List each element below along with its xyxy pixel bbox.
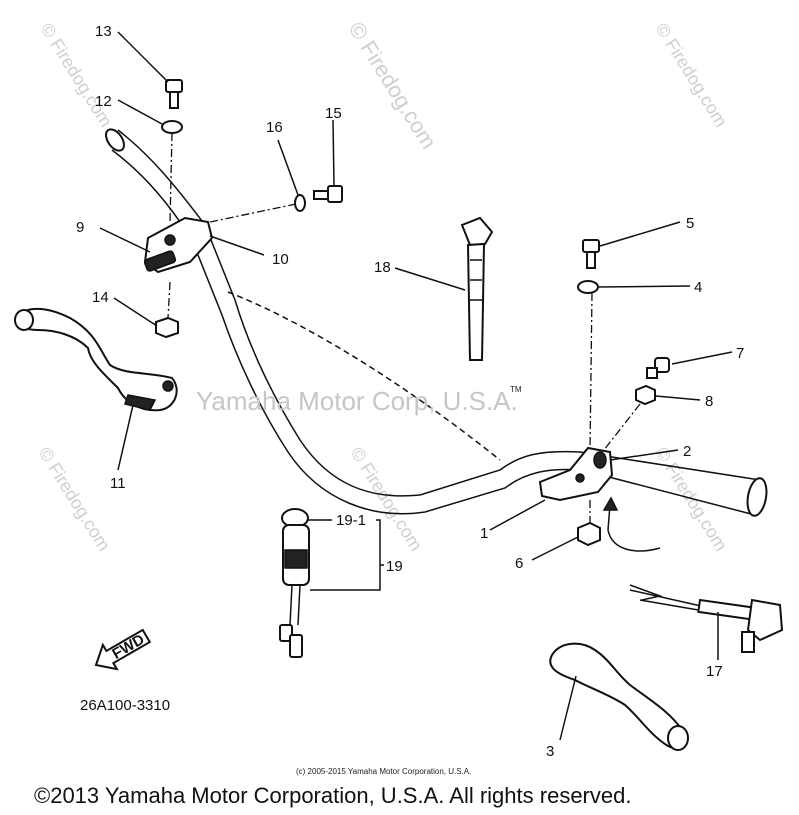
callout-3: 3 <box>546 743 554 760</box>
switch-17 <box>629 584 784 653</box>
callout-18: 18 <box>374 259 391 276</box>
firedog-watermark: © Firedog.com <box>35 444 115 555</box>
callout-17: 17 <box>706 663 723 680</box>
callout-5: 5 <box>686 215 694 232</box>
callout-9: 9 <box>76 219 84 236</box>
left-lever-holder <box>143 216 214 274</box>
switch-19 <box>279 508 310 658</box>
callout-8: 8 <box>705 393 713 410</box>
bolt-15 <box>313 185 343 203</box>
nut-8 <box>635 384 656 406</box>
left-lever-11 <box>14 307 178 412</box>
washer-12 <box>161 120 183 134</box>
nut-6 <box>577 521 601 547</box>
diagram-code: 26A100-3310 <box>80 697 170 714</box>
washer-4 <box>577 280 599 294</box>
right-lever-holder <box>538 446 614 502</box>
callout-14: 14 <box>92 289 109 306</box>
center-watermark: Yamaha Motor Corp, U.S.A. <box>196 386 518 416</box>
cable-tie-18 <box>460 216 494 361</box>
firedog-watermark: © Firedog.com <box>652 20 732 131</box>
callout-13: 13 <box>95 23 112 40</box>
nut-14 <box>155 316 179 339</box>
callout-15: 15 <box>325 105 342 122</box>
callout-19: 19 <box>386 558 403 575</box>
washer-16 <box>294 194 306 212</box>
bolt-5 <box>582 239 600 269</box>
firedog-watermark: © Firedog.com <box>344 17 442 153</box>
firedog-watermark: © Firedog.com <box>347 444 427 555</box>
right-lever-3 <box>549 642 689 751</box>
callout-10: 10 <box>272 251 289 268</box>
bolt-13 <box>165 79 183 109</box>
callout-12: 12 <box>95 93 112 110</box>
fwd-arrow: FWD <box>94 628 152 671</box>
callout-7: 7 <box>736 345 744 362</box>
callout-11: 11 <box>110 475 126 492</box>
callout-16: 16 <box>266 119 283 136</box>
handlebar <box>105 128 768 517</box>
callout-6: 6 <box>515 555 523 572</box>
watermark-group: © Firedog.com © Firedog.com © Firedog.co… <box>35 17 732 554</box>
tm-mark: TM <box>510 385 522 394</box>
screw-7 <box>646 357 670 379</box>
leader-lines <box>99 31 733 741</box>
callout-labels: 13 12 9 10 16 15 14 11 18 5 4 7 8 2 1 6 … <box>76 23 744 760</box>
callout-19-1: 19-1 <box>336 512 366 529</box>
small-copyright: (c) 2005-2015 Yamaha Motor Corporation, … <box>296 767 471 776</box>
callout-4: 4 <box>694 279 702 296</box>
callout-1: 1 <box>480 525 488 542</box>
footer-copyright: ©2013 Yamaha Motor Corporation, U.S.A. A… <box>34 783 631 808</box>
callout-2: 2 <box>683 443 691 460</box>
